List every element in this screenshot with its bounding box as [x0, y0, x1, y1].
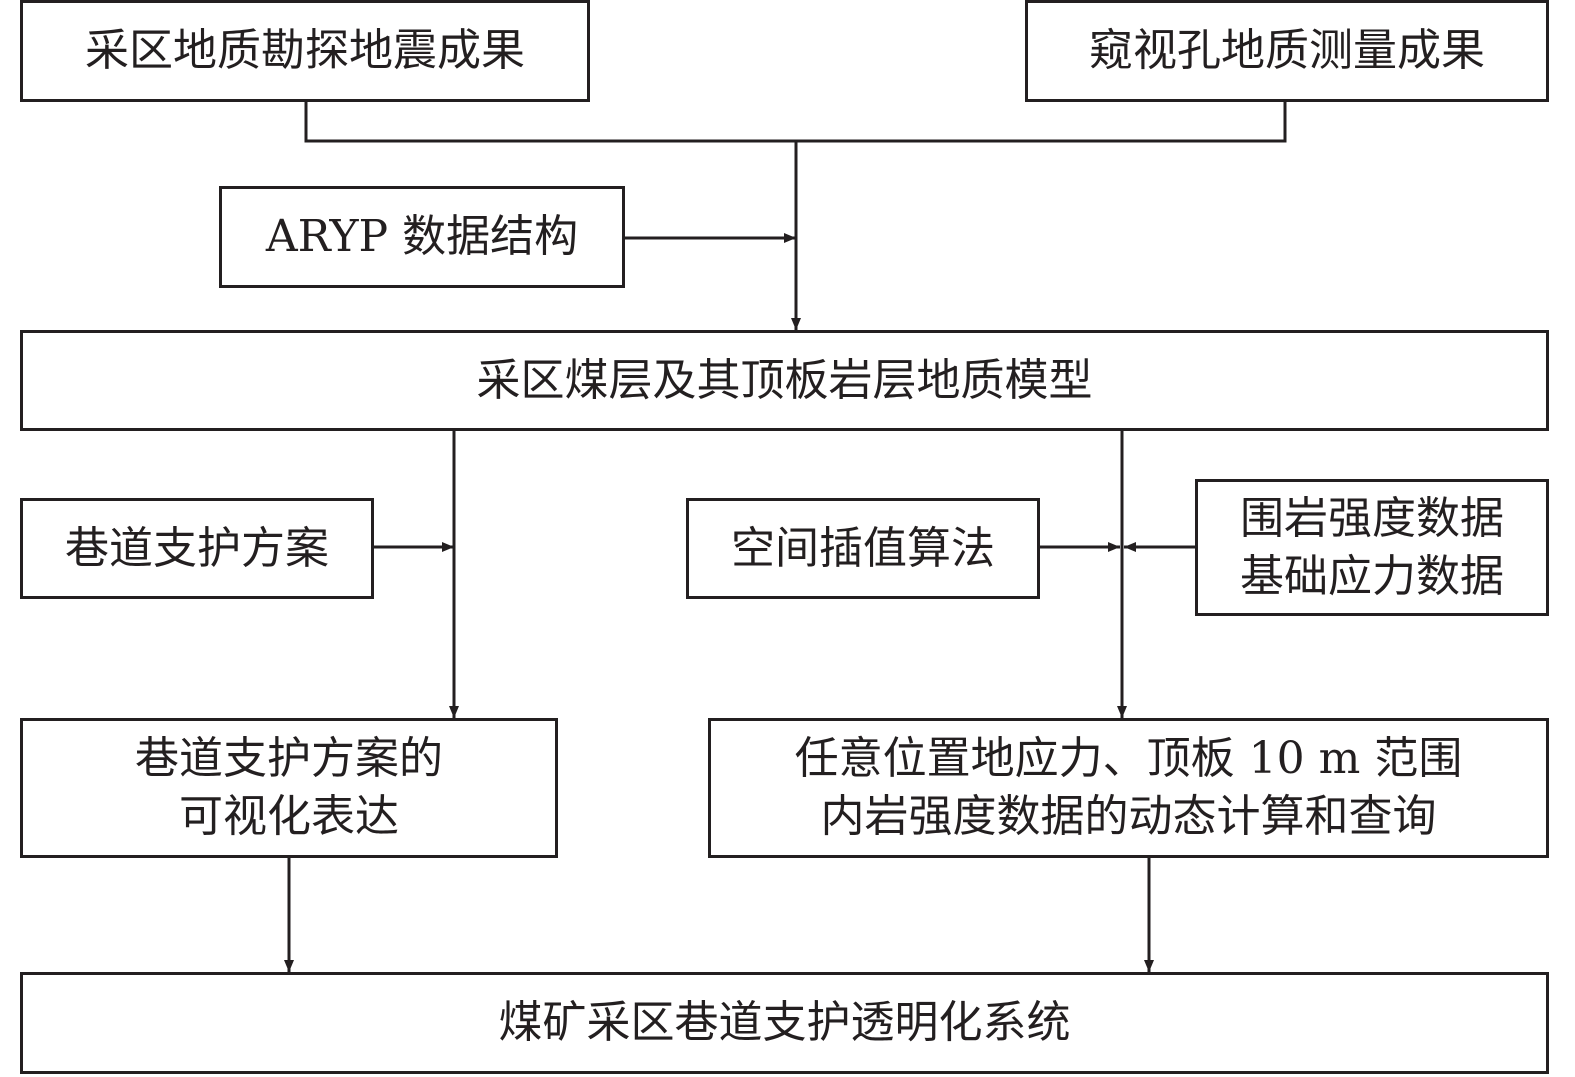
node-seismic-results: 采区地质勘探地震成果	[20, 0, 590, 102]
node-label-line: 基础应力数据	[1240, 550, 1504, 602]
edge-seismic-merge	[304, 100, 796, 143]
node-aryp-data-structure: ARYP 数据结构	[219, 186, 625, 288]
edge-borehole-merge	[796, 100, 1287, 143]
node-label: 窥视孔地质测量成果	[1089, 25, 1485, 76]
node-label: ARYP 数据结构	[265, 211, 579, 262]
node-geological-model: 采区煤层及其顶板岩层地质模型	[20, 330, 1549, 431]
node-label: 采区煤层及其顶板岩层地质模型	[476, 354, 1093, 406]
node-transparent-support-system: 煤矿采区巷道支护透明化系统	[20, 972, 1549, 1074]
node-rock-stress-data: 围岩强度数据 基础应力数据	[1195, 479, 1549, 616]
node-label: 采区地质勘探地震成果	[85, 25, 525, 76]
node-label: 巷道支护方案	[65, 522, 329, 574]
node-label: 煤矿采区巷道支护透明化系统	[498, 997, 1071, 1048]
node-label: 空间插值算法	[731, 522, 995, 574]
node-support-visualization: 巷道支护方案的 可视化表达	[20, 718, 558, 858]
node-dynamic-calculation: 任意位置地应力、顶板 10 m 范围 内岩强度数据的动态计算和查询	[708, 718, 1549, 858]
node-borehole-results: 窥视孔地质测量成果	[1025, 0, 1549, 102]
node-support-plan: 巷道支护方案	[20, 498, 374, 599]
node-label-line: 巷道支护方案的	[135, 733, 443, 784]
node-spatial-interpolation: 空间插值算法	[686, 498, 1040, 599]
node-label-line: 任意位置地应力、顶板 10 m 范围	[794, 733, 1463, 784]
node-label-line: 可视化表达	[179, 791, 399, 842]
node-label-line: 内岩强度数据的动态计算和查询	[820, 791, 1437, 842]
node-label-line: 围岩强度数据	[1240, 492, 1504, 544]
